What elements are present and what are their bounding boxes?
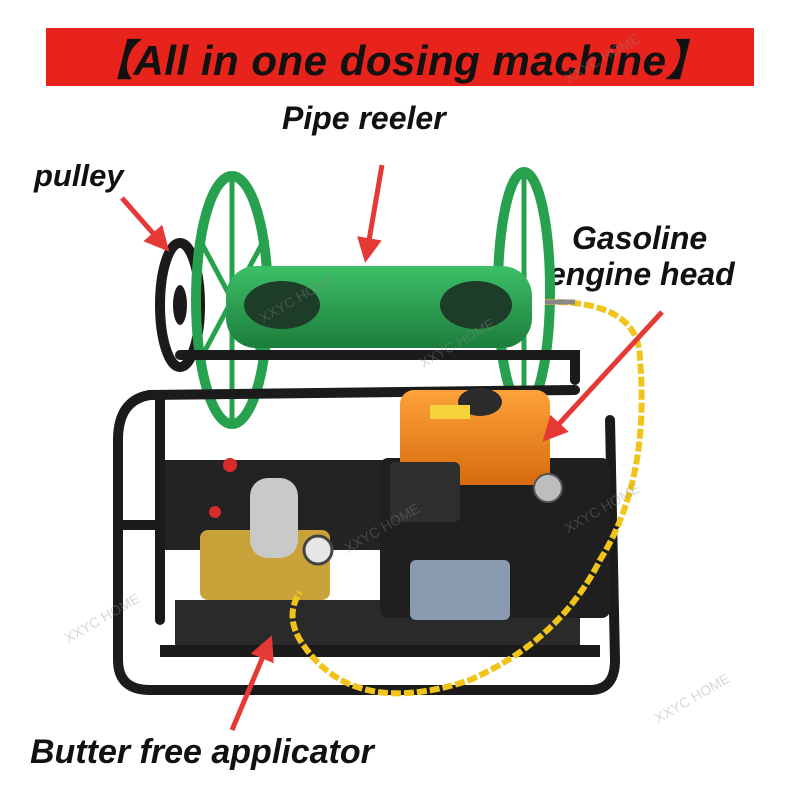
arrow-engine [542,310,664,442]
label-engine-line1: Gasoline [572,220,708,256]
title-banner: 【All in one dosing machine】 [46,28,754,86]
label-pulley: pulley [34,158,124,193]
label-butter-free-applicator: Butter free applicator [30,733,374,771]
label-pipe-reeler: Pipe reeler [282,100,446,136]
label-engine-line2: engine head [548,256,735,292]
gasoline-engine [380,388,610,620]
pipe-reeler-drum [226,266,532,348]
arrow-pipe-reeler [357,164,385,263]
pump-unit [165,458,395,600]
banner-title: 【All in one dosing machine】 [91,36,709,84]
arrow-pulley [120,196,170,252]
yellow-hose [289,298,645,697]
arrow-butter-free-applicator [229,635,274,731]
